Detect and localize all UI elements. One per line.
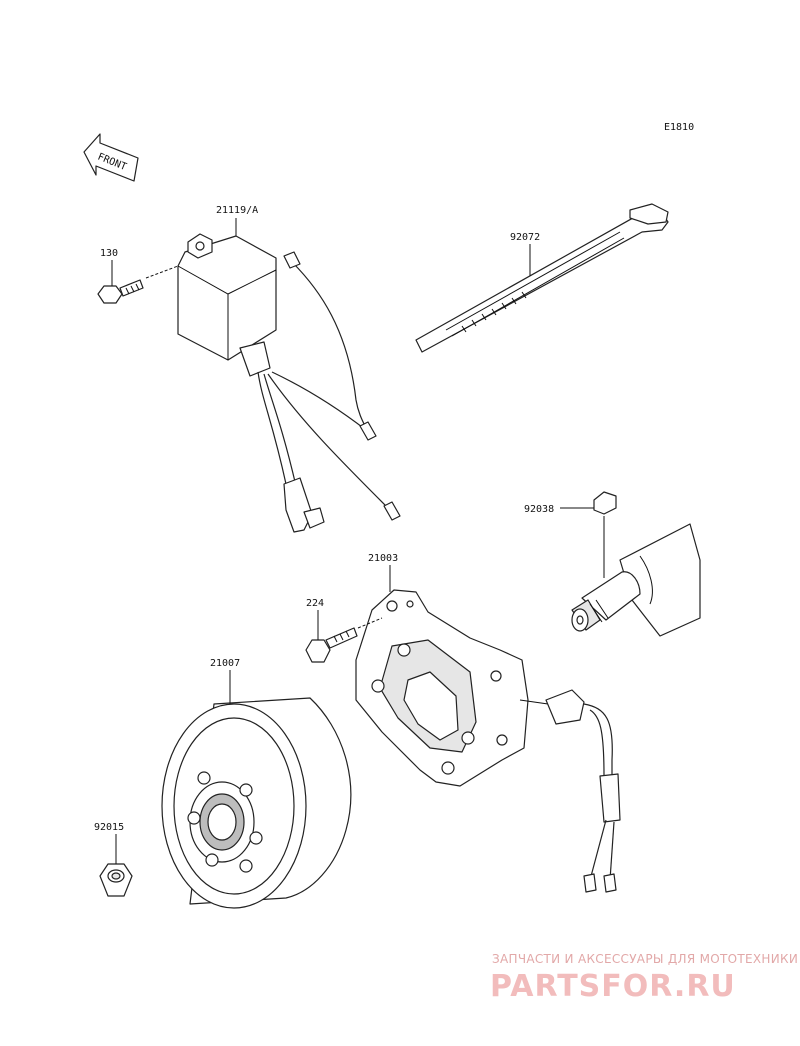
label-21119-a: 21119/A bbox=[216, 205, 258, 216]
leader-130-to-cdi bbox=[145, 265, 179, 279]
flywheel-21007[interactable] bbox=[161, 697, 352, 909]
watermark-brand: PARTSFOR.RU bbox=[490, 969, 736, 1004]
key-92038[interactable] bbox=[593, 491, 617, 515]
front-arrow-icon: FRONT bbox=[83, 133, 139, 182]
label-92015: 92015 bbox=[94, 822, 124, 833]
label-21007: 21007 bbox=[210, 658, 240, 669]
watermark-tagline: ЗАПЧАСТИ И АКСЕССУАРЫ ДЛЯ МОТОТЕХНИКИ bbox=[492, 952, 798, 966]
nut-92015[interactable] bbox=[99, 863, 133, 897]
cdi-unit[interactable] bbox=[177, 233, 401, 533]
crankshaft bbox=[571, 523, 701, 637]
bolt-130[interactable] bbox=[97, 279, 144, 304]
label-130: 130 bbox=[100, 248, 118, 259]
diagram-code: E1810 bbox=[664, 122, 694, 133]
label-92038: 92038 bbox=[524, 504, 554, 515]
stator-21003[interactable] bbox=[355, 589, 549, 787]
label-92072: 92072 bbox=[510, 232, 540, 243]
label-224: 224 bbox=[306, 598, 324, 609]
label-21003: 21003 bbox=[368, 553, 398, 564]
leader-224-to-stator bbox=[357, 617, 383, 629]
stator-wire-harness bbox=[545, 689, 621, 893]
screw-224[interactable] bbox=[305, 627, 358, 663]
cable-tie-92072[interactable] bbox=[415, 203, 669, 353]
